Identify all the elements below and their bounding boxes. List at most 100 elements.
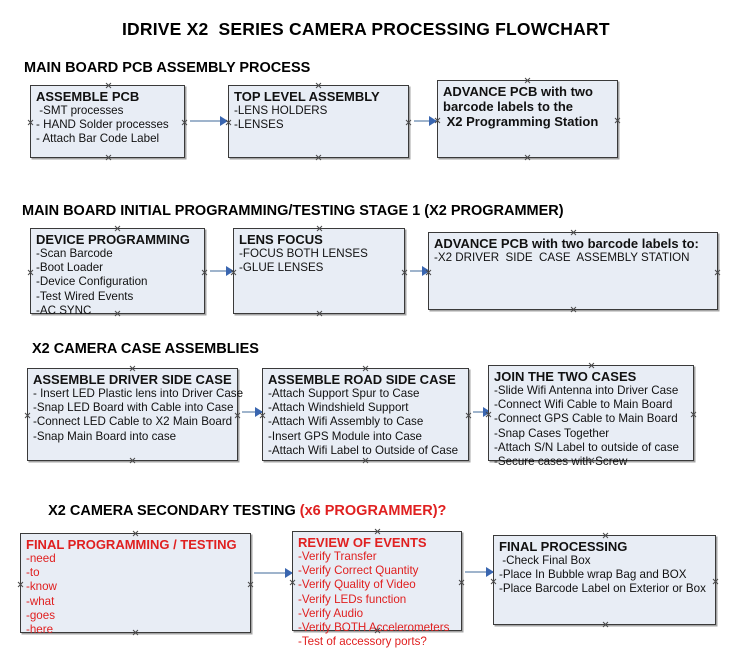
section-heading-x2-camera-case-assemblies: X2 CAMERA CASE ASSEMBLIES — [32, 341, 259, 357]
handle-bottom[interactable] — [315, 154, 322, 161]
box-title: REVIEW OF EVENTS — [298, 535, 427, 550]
arrow-head-icon — [429, 116, 437, 126]
box-line-overflow: -Test of accessory ports? — [298, 635, 427, 649]
box-line: -X2 DRIVER SIDE CASE ASSEMBLY STATION — [434, 251, 690, 264]
handle-bottom[interactable] — [129, 457, 136, 464]
box-line: -Verify BOTH Accelerometers — [298, 621, 450, 635]
handle-right[interactable] — [690, 411, 697, 418]
section-heading-main-board-initial-programming: MAIN BOARD INITIAL PROGRAMMING/TESTING S… — [22, 203, 564, 219]
box-title-line2: barcode labels to the — [443, 99, 574, 114]
box-assemble-driver-side-case[interactable]: ASSEMBLE DRIVER SIDE CASE - Insert LED P… — [24, 365, 244, 464]
box-title-line3: X2 Programming Station — [443, 114, 599, 129]
handle-right[interactable] — [714, 269, 721, 276]
section-heading-main-board-pcb-assembly: MAIN BOARD PCB ASSEMBLY PROCESS — [24, 60, 311, 76]
handle-left[interactable] — [27, 269, 34, 276]
box-line: -FOCUS BOTH LENSES — [239, 247, 368, 260]
box-line: -Verify Audio — [298, 606, 364, 620]
handle-left[interactable] — [289, 579, 296, 586]
box-assemble-road-side-case[interactable]: ASSEMBLE ROAD SIDE CASE -Attach Support … — [262, 368, 469, 461]
handle-left[interactable] — [490, 578, 497, 585]
box-line: -Verify Quality of Video — [298, 578, 416, 592]
handle-right[interactable] — [181, 119, 188, 126]
box-title: ASSEMBLE PCB — [36, 89, 140, 104]
box-line: -Scan Barcode — [36, 247, 113, 260]
box-line: -Attach Support Spur to Case — [268, 387, 420, 400]
box-line: -Connect LED Cable to X2 Main Board — [33, 415, 233, 429]
box-final-processing[interactable]: FINAL PROCESSING -Check Final Box -Place… — [493, 535, 716, 625]
box-top-level-assembly[interactable]: TOP LEVEL ASSEMBLY -LENS HOLDERS -LENSES — [228, 85, 409, 158]
box-title: TOP LEVEL ASSEMBLY — [234, 89, 380, 104]
page-title: IDRIVE X2 SERIES CAMERA PROCESSING FLOWC… — [122, 19, 610, 39]
connector-assemble-pcb-to-top-level — [190, 116, 228, 126]
handle-top[interactable] — [114, 225, 121, 232]
box-title: FINAL PROCESSING — [499, 539, 628, 554]
handle-right[interactable] — [614, 117, 621, 124]
box-line: -Test Wired Events — [36, 289, 134, 303]
box-line: -Verify Transfer — [298, 550, 377, 563]
handle-right[interactable] — [247, 581, 254, 588]
box-line: -Snap Main Board into case — [33, 429, 177, 443]
handle-right[interactable] — [405, 119, 412, 126]
handle-left[interactable] — [24, 412, 31, 419]
box-line: -Slide Wifi Antenna into Driver Case — [494, 384, 679, 397]
handle-top[interactable] — [524, 77, 531, 84]
handle-bottom[interactable] — [362, 457, 369, 464]
handle-right[interactable] — [234, 412, 241, 419]
handle-bottom[interactable] — [524, 154, 531, 161]
box-review-of-events[interactable]: REVIEW OF EVENTS -Verify Transfer -Verif… — [289, 531, 465, 648]
box-assemble-pcb[interactable]: ASSEMBLE PCB -SMT processes - HAND Solde… — [30, 85, 185, 158]
handle-right[interactable] — [458, 579, 465, 586]
box-line: -Attach S/N Label to outside of case — [494, 440, 679, 454]
handle-bottom[interactable] — [105, 154, 112, 161]
box-title: ADVANCE PCB with two barcode labels to: — [434, 236, 699, 251]
box-line: -know — [26, 580, 57, 594]
box-line: -Secure cases with Screw — [494, 455, 628, 469]
handle-right[interactable] — [712, 578, 719, 585]
box-final-programming-testing[interactable]: FINAL PROGRAMMING / TESTING -need -to -k… — [17, 533, 254, 636]
handle-bottom[interactable] — [316, 310, 323, 317]
handle-top[interactable] — [129, 365, 136, 372]
box-line: - HAND Solder processes — [36, 118, 169, 132]
handle-bottom[interactable] — [570, 306, 577, 313]
handle-top[interactable] — [570, 229, 577, 236]
handle-left[interactable] — [17, 581, 24, 588]
box-line: -Place In Bubble wrap Bag and BOX — [499, 568, 687, 582]
handle-right[interactable] — [201, 269, 208, 276]
box-line: -SMT processes — [36, 104, 124, 117]
box-device-programming[interactable]: DEVICE PROGRAMMING -Scan Barcode -Boot L… — [27, 225, 208, 317]
connector-top-level-to-advance-pcb — [414, 116, 437, 126]
box-line: -goes — [26, 608, 56, 622]
box-title: ASSEMBLE DRIVER SIDE CASE — [33, 372, 232, 387]
handle-right[interactable] — [401, 269, 408, 276]
box-advance-pcb-programming-station[interactable]: ADVANCE PCB with two barcode labels to t… — [437, 80, 618, 158]
arrow-head-icon — [483, 407, 491, 417]
handle-top[interactable] — [105, 82, 112, 89]
box-line: -LENSES — [234, 118, 284, 132]
handle-top[interactable] — [362, 365, 369, 372]
section-heading-red-suffix: (x6 PROGRAMMER)? — [299, 503, 447, 519]
box-line: -what — [26, 594, 55, 608]
handle-top[interactable] — [315, 82, 322, 89]
connector-final-programming-to-review-of-events — [254, 568, 293, 578]
arrow-head-icon — [422, 266, 430, 276]
box-title: ADVANCE PCB with two — [443, 84, 593, 99]
connector-driver-side-to-road-side — [242, 407, 263, 417]
box-advance-pcb-driver-side[interactable]: ADVANCE PCB with two barcode labels to: … — [428, 232, 718, 310]
box-lens-focus[interactable]: LENS FOCUS -FOCUS BOTH LENSES -GLUE LENS… — [233, 228, 405, 314]
handle-top[interactable] — [602, 532, 609, 539]
box-title: FINAL PROGRAMMING / TESTING — [26, 537, 237, 552]
handle-top[interactable] — [316, 225, 323, 232]
box-line: -Connect GPS Cable to Main Board — [494, 412, 678, 426]
box-line: - Insert LED Plastic lens into Driver Ca… — [33, 387, 244, 400]
handle-left[interactable] — [27, 119, 34, 126]
connector-review-of-events-to-final-processing — [465, 567, 494, 577]
box-line: -AC SYNC — [36, 303, 92, 317]
handle-right[interactable] — [465, 412, 472, 419]
handle-bottom[interactable] — [602, 621, 609, 628]
connector-lens-focus-to-advance-pcb — [410, 266, 430, 276]
connector-road-side-to-join-cases — [473, 407, 491, 417]
box-title: JOIN THE TWO CASES — [494, 369, 637, 384]
box-join-the-two-cases[interactable]: JOIN THE TWO CASES -Slide Wifi Antenna i… — [488, 362, 697, 468]
box-line: -Boot Loader — [36, 261, 104, 275]
handle-top[interactable] — [588, 362, 595, 369]
